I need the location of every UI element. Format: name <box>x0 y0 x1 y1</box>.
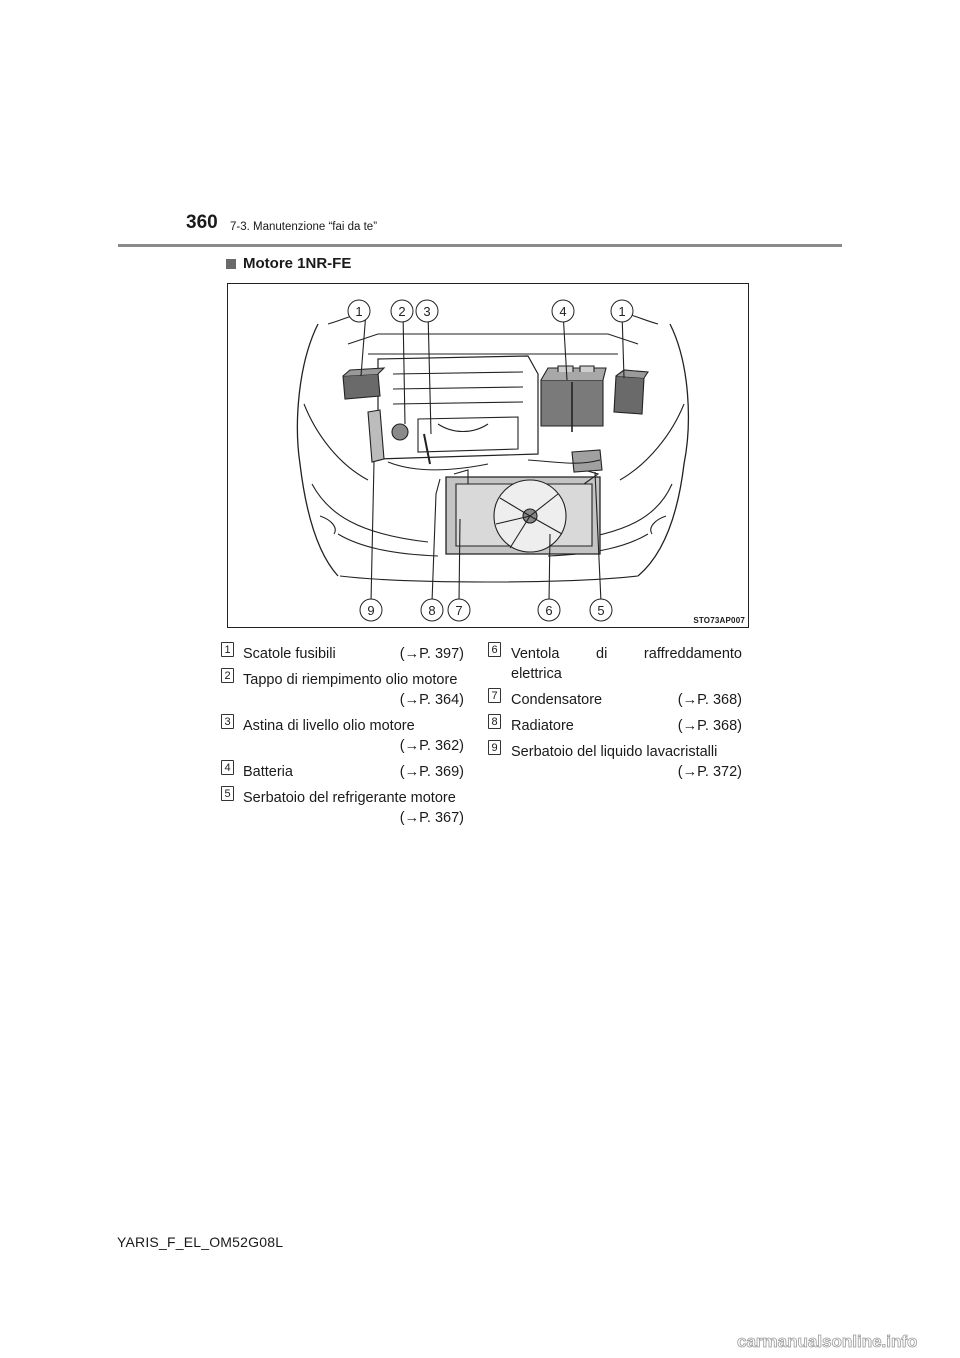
engine-compartment-figure: 1 2 3 4 1 9 8 7 6 5 STO73AP007 <box>227 283 749 628</box>
figure-code: STO73AP007 <box>693 616 745 625</box>
number-badge: 6 <box>488 642 501 657</box>
page-reference: (→P. 368) <box>677 718 742 734</box>
callout-4: 4 <box>559 304 566 319</box>
square-bullet-icon <box>226 258 236 269</box>
document-footer-code: YARIS_F_EL_OM52G08L <box>117 1234 284 1250</box>
callout-1-top-right: 1 <box>618 304 625 319</box>
legend-label: Condensatore <box>511 692 603 708</box>
header-divider <box>118 244 842 247</box>
legend-item: 1 Scatole fusibili (→P. 397) <box>220 642 464 666</box>
legend-item: 5 Serbatoio del refrigerante motore (→P.… <box>220 786 464 830</box>
callout-3: 3 <box>423 304 430 319</box>
callout-5: 5 <box>597 603 604 618</box>
callout-1-top-left: 1 <box>355 304 362 319</box>
legend-label-continued: elettrica <box>511 666 562 682</box>
callout-7: 7 <box>455 603 462 618</box>
legend-item: 9 Serbatoio del liquido lavacristalli (→… <box>488 740 742 784</box>
callout-8: 8 <box>428 603 435 618</box>
page-reference: (→P. 367) <box>399 810 464 826</box>
number-badge: 9 <box>488 740 501 755</box>
legend-item: 6 Ventola di raffreddamento elettrica <box>488 642 742 686</box>
legend-label: Serbatoio del liquido lavacristalli <box>511 744 718 760</box>
number-badge: 8 <box>488 714 501 729</box>
legend-label: Ventola di raffreddamento <box>511 646 742 662</box>
number-badge: 7 <box>488 688 501 703</box>
page-number: 360 <box>186 212 218 233</box>
number-badge: 3 <box>221 714 234 729</box>
legend-item: 8 Radiatore (→P. 368) <box>488 714 742 738</box>
watermark: carmanualsonline.info <box>737 1332 918 1352</box>
page-reference: (→P. 369) <box>399 764 464 780</box>
legend-label: Radiatore <box>511 718 574 734</box>
number-badge: 1 <box>221 642 234 657</box>
legend-item: 7 Condensatore (→P. 368) <box>488 688 742 712</box>
page-reference: (→P. 362) <box>399 738 464 754</box>
number-badge: 4 <box>221 760 234 775</box>
legend-label: Serbatoio del refrigerante motore <box>243 790 456 806</box>
number-badge: 5 <box>221 786 234 801</box>
page-reference: (→P. 397) <box>399 646 464 662</box>
section-title-text: Motore 1NR-FE <box>243 255 352 272</box>
callout-2: 2 <box>398 304 405 319</box>
callout-9: 9 <box>367 603 374 618</box>
engine-illustration: 1 2 3 4 1 9 8 7 6 5 <box>296 299 689 622</box>
page-reference: (→P. 364) <box>399 692 464 708</box>
legend-label: Astina di livello olio motore <box>243 718 415 734</box>
callout-6: 6 <box>545 603 552 618</box>
legend-item: 2 Tappo di riempimento olio motore (→P. … <box>220 668 464 712</box>
chapter-title: 7-3. Manutenzione “fai da te” <box>230 221 378 233</box>
legend-label: Scatole fusibili <box>243 646 336 662</box>
page-reference: (→P. 368) <box>677 692 742 708</box>
legend-label: Batteria <box>243 764 293 780</box>
page-reference: (→P. 372) <box>677 764 742 780</box>
legend-item: 3 Astina di livello olio motore (→P. 362… <box>220 714 464 758</box>
number-badge: 2 <box>221 668 234 683</box>
legend-label: Tappo di riempimento olio motore <box>243 672 458 688</box>
legend-item: 4 Batteria (→P. 369) <box>220 760 464 784</box>
section-title: Motore 1NR-FE <box>226 255 351 272</box>
watermark-text: carmanualsonline.info <box>737 1332 917 1351</box>
